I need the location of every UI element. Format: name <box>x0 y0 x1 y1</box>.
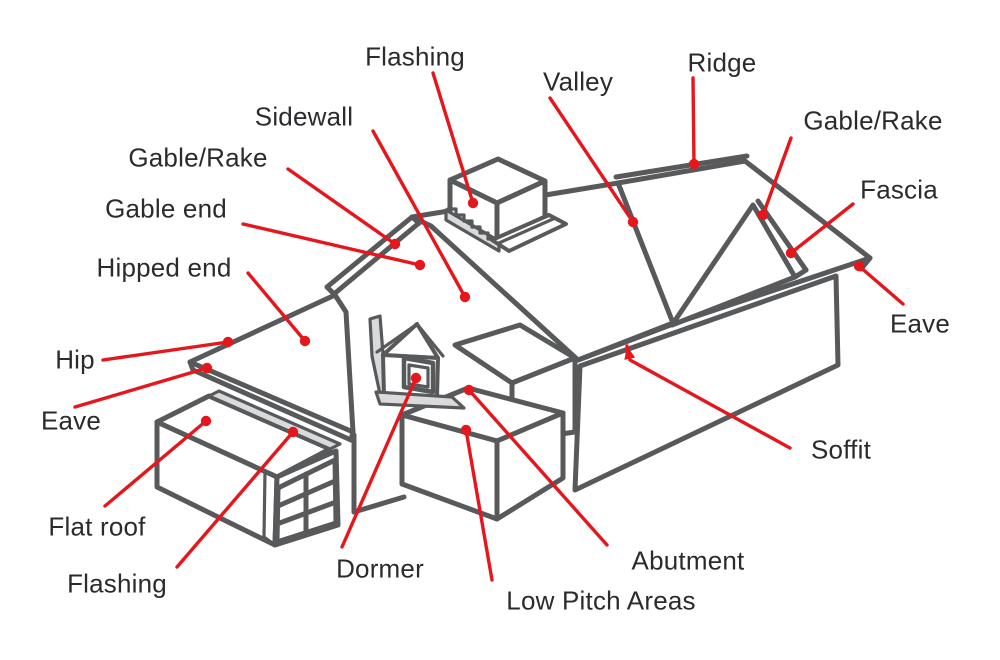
leader-dot-eave-left <box>201 362 213 374</box>
dormer-window-inner <box>407 363 430 389</box>
leader-dot-flat-roof <box>200 415 212 427</box>
leader-flashing-top <box>431 71 475 205</box>
leader-flashing-bottom <box>175 430 295 569</box>
dormer-roof-right <box>415 322 445 358</box>
leader-dot-flashing-bottom <box>287 426 299 438</box>
leader-eave-left <box>73 366 209 409</box>
dormer-base-flashing <box>374 390 466 410</box>
leader-dot-gable-end <box>414 259 426 271</box>
leader-gable-rake-right <box>761 136 793 217</box>
leader-dot-valley <box>627 216 639 228</box>
leader-dot-gable-rake-left <box>389 238 401 250</box>
rake-board-cap <box>792 267 809 280</box>
hip-eave-cap-left <box>187 359 196 373</box>
chimney-base-inner <box>497 217 555 245</box>
rake-top-cap <box>409 214 422 226</box>
hip-eave-band <box>190 367 354 443</box>
chimney-base-plate <box>490 213 568 253</box>
leader-sidewall <box>371 129 467 299</box>
dormer-roof-left <box>375 322 419 354</box>
ridge-back-edge <box>613 153 750 180</box>
leader-dot-low-pitch-areas <box>460 424 472 436</box>
front-wall <box>572 273 841 493</box>
leader-dot-gable-rake-right <box>757 209 769 221</box>
leader-hip <box>101 340 230 362</box>
rake-inner <box>331 220 422 297</box>
leader-low-pitch-areas <box>464 428 494 582</box>
leader-gable-rake-left <box>286 167 397 246</box>
leader-dot-sidewall <box>459 291 471 303</box>
rake-bottom-cap <box>324 284 337 297</box>
gable-wall-triangle <box>669 202 798 328</box>
leader-dot-ridge <box>688 158 700 170</box>
leader-valley <box>548 96 635 224</box>
leader-dot-hipped-end <box>299 335 311 347</box>
dormer-structure <box>368 314 466 410</box>
leader-abutment <box>467 388 609 547</box>
leader-dot-abutment <box>463 384 475 396</box>
leader-lines-layer <box>73 71 905 582</box>
leader-dot-eave-right <box>853 260 865 272</box>
leader-dormer <box>340 376 418 549</box>
leader-fascia <box>789 202 855 255</box>
hip-wall-bottom <box>351 494 407 515</box>
leader-gable-end <box>241 222 422 267</box>
leader-arrowhead-soffit <box>624 346 636 360</box>
garage-door-divider-h2 <box>274 499 339 527</box>
leader-eave-right <box>857 264 905 306</box>
leader-dot-fascia <box>785 247 797 259</box>
garage-door-divider-h1 <box>275 478 338 509</box>
leader-dot-flashing-top <box>467 197 479 209</box>
house-wall-right <box>572 273 841 493</box>
leader-hipped-end <box>246 271 307 343</box>
chimney <box>444 156 568 253</box>
leader-flat-roof <box>103 419 208 508</box>
leader-dot-hip <box>222 336 234 348</box>
leader-dot-dormer <box>410 372 422 384</box>
leader-ridge <box>691 76 696 166</box>
chimney-step-flashing <box>446 207 499 241</box>
garage-corner-chamfer <box>262 469 279 547</box>
garage <box>154 389 342 548</box>
